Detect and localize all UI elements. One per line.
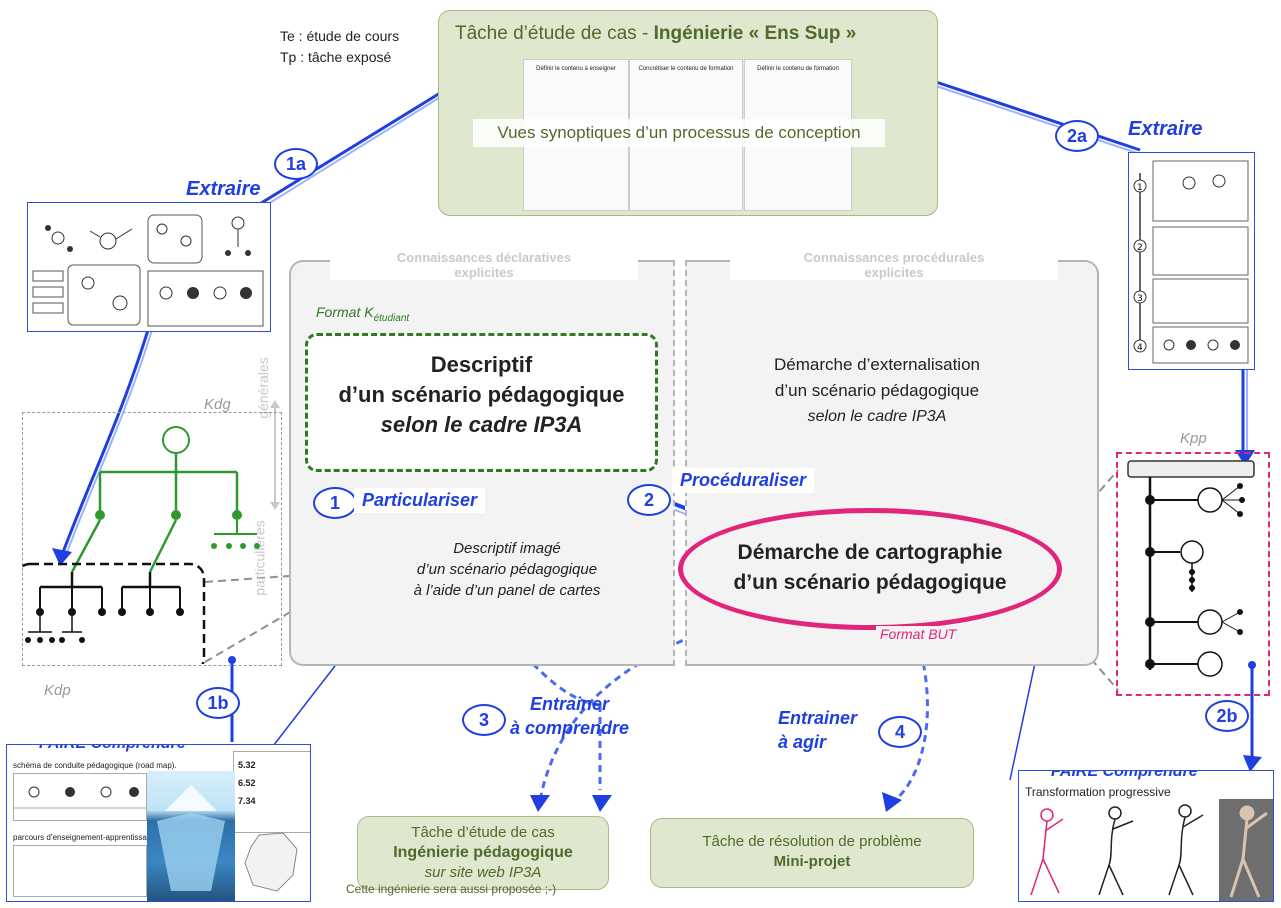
svg-text:2: 2 — [1137, 243, 1143, 253]
demarche-externalisation: Démarche d’externalisation d’un scénario… — [774, 355, 980, 425]
iceberg-image — [147, 771, 235, 901]
road-map-thumb — [13, 773, 147, 821]
case-study-pedagogic-box: Tâche d’étude de cas Ingénierie pédagogi… — [357, 816, 609, 890]
svg-text:1: 1 — [1137, 183, 1143, 193]
road-map-caption: schéma de conduite pédagogique (road map… — [13, 761, 177, 770]
kpp-label: Kpp — [1180, 430, 1207, 447]
entrainer-comprendre-label: Entrainer à comprendre — [510, 694, 630, 738]
procedure-map-panel: 1 2 3 4 — [1128, 152, 1255, 370]
problem-solving-box: Tâche de résolution de problème Mini-pro… — [650, 818, 974, 888]
top-case-study-box: Tâche d’étude de cas - Ingénierie « Ens … — [438, 10, 938, 216]
format-but-label: Format BUT — [876, 626, 961, 642]
badge-1: 1 — [313, 487, 357, 519]
link-2a — [917, 74, 1141, 152]
declarative-header: Connaissances déclaratives explicites — [330, 250, 638, 280]
concept-map-drawing — [32, 214, 264, 327]
badge-2a: 2a — [1055, 120, 1099, 152]
badge-2: 2 — [627, 484, 671, 516]
badge-1a: 1a — [274, 148, 318, 180]
proceduraliser-label: Procéduraliser — [672, 468, 815, 493]
format-k-label: Format Kétudiant — [316, 304, 410, 324]
cartography-line-1: Démarche de cartographie — [737, 541, 1003, 564]
legend: Te : étude de cours Tp : tâche exposé — [280, 26, 399, 68]
kdg-label: Kdg — [204, 396, 231, 413]
extraire-right-label: Extraire — [1128, 118, 1203, 140]
svg-text:4: 4 — [1137, 343, 1143, 353]
legend-tp: Tp : tâche exposé — [280, 49, 392, 65]
faire-comprendre-right-panel: FAIRE Comprendre Transformation progress… — [1018, 770, 1274, 902]
entrainer-agir-label: Entrainer à agir — [778, 708, 858, 752]
faire-comprendre-left-panel: FAIRE Comprendre schéma de conduite péda… — [6, 744, 311, 902]
badge-4: 4 — [878, 716, 922, 748]
badge-3: 3 — [462, 704, 506, 736]
descriptif-line-3: selon le cadre IP3A — [380, 412, 583, 437]
descriptif-image-text: Descriptif imagé d’un scénario pédagogiq… — [413, 540, 601, 599]
knowledge-tree — [22, 426, 260, 664]
link-1a — [249, 80, 459, 212]
cartography-ellipse: Démarche de cartographie d’un scénario p… — [678, 508, 1062, 630]
kpp-procedure-drawing — [1127, 460, 1255, 677]
parcours-caption: parcours d’enseignement-apprentissage — [13, 833, 156, 842]
descriptif-line-2: d’un scénario pédagogique — [338, 382, 625, 407]
number-grid: 5.32 6.52 7.34 — [233, 751, 310, 833]
dancer-sketches — [1030, 799, 1273, 901]
faire-comprendre-left-label: FAIRE Comprendre — [33, 745, 192, 753]
badge-1b: 1b — [196, 687, 240, 719]
top-task-title: Tâche d’étude de cas - Ingénierie « Ens … — [455, 23, 857, 44]
generality-axis: générales particulières — [252, 340, 280, 650]
kdg-frame — [22, 412, 282, 666]
procedural-header: Connaissances procédurales explicites — [730, 250, 1058, 280]
transformation-caption: Transformation progressive — [1025, 785, 1171, 799]
svg-text:3: 3 — [1137, 294, 1143, 304]
case-study-note: Cette ingénierie sera aussi proposée ;-) — [346, 882, 557, 896]
kdp-label: Kdp — [44, 682, 71, 699]
badge-2b: 2b — [1205, 700, 1249, 732]
legend-te: Te : étude de cours — [280, 28, 400, 44]
kpp-frame — [1116, 452, 1270, 696]
parcours-thumb — [13, 845, 147, 897]
descriptif-title: Descriptif — [430, 352, 533, 377]
concept-map-panel — [27, 202, 271, 332]
particulariser-label: Particulariser — [354, 488, 486, 513]
france-map-image — [239, 829, 303, 895]
extraire-left-label: Extraire — [186, 178, 261, 200]
faire-comprendre-right-label: FAIRE Comprendre — [1045, 771, 1204, 781]
axis-label-generales: générales — [254, 357, 271, 419]
synoptic-caption: Vues synoptiques d’un processus de conce… — [473, 119, 885, 147]
descriptif-box: Descriptif d’un scénario pédagogique sel… — [305, 333, 658, 472]
cartography-line-2: d’un scénario pédagogique — [733, 571, 1007, 594]
link-extraire-left — [60, 329, 150, 556]
procedure-map-drawing: 1 2 3 4 — [1133, 160, 1249, 364]
